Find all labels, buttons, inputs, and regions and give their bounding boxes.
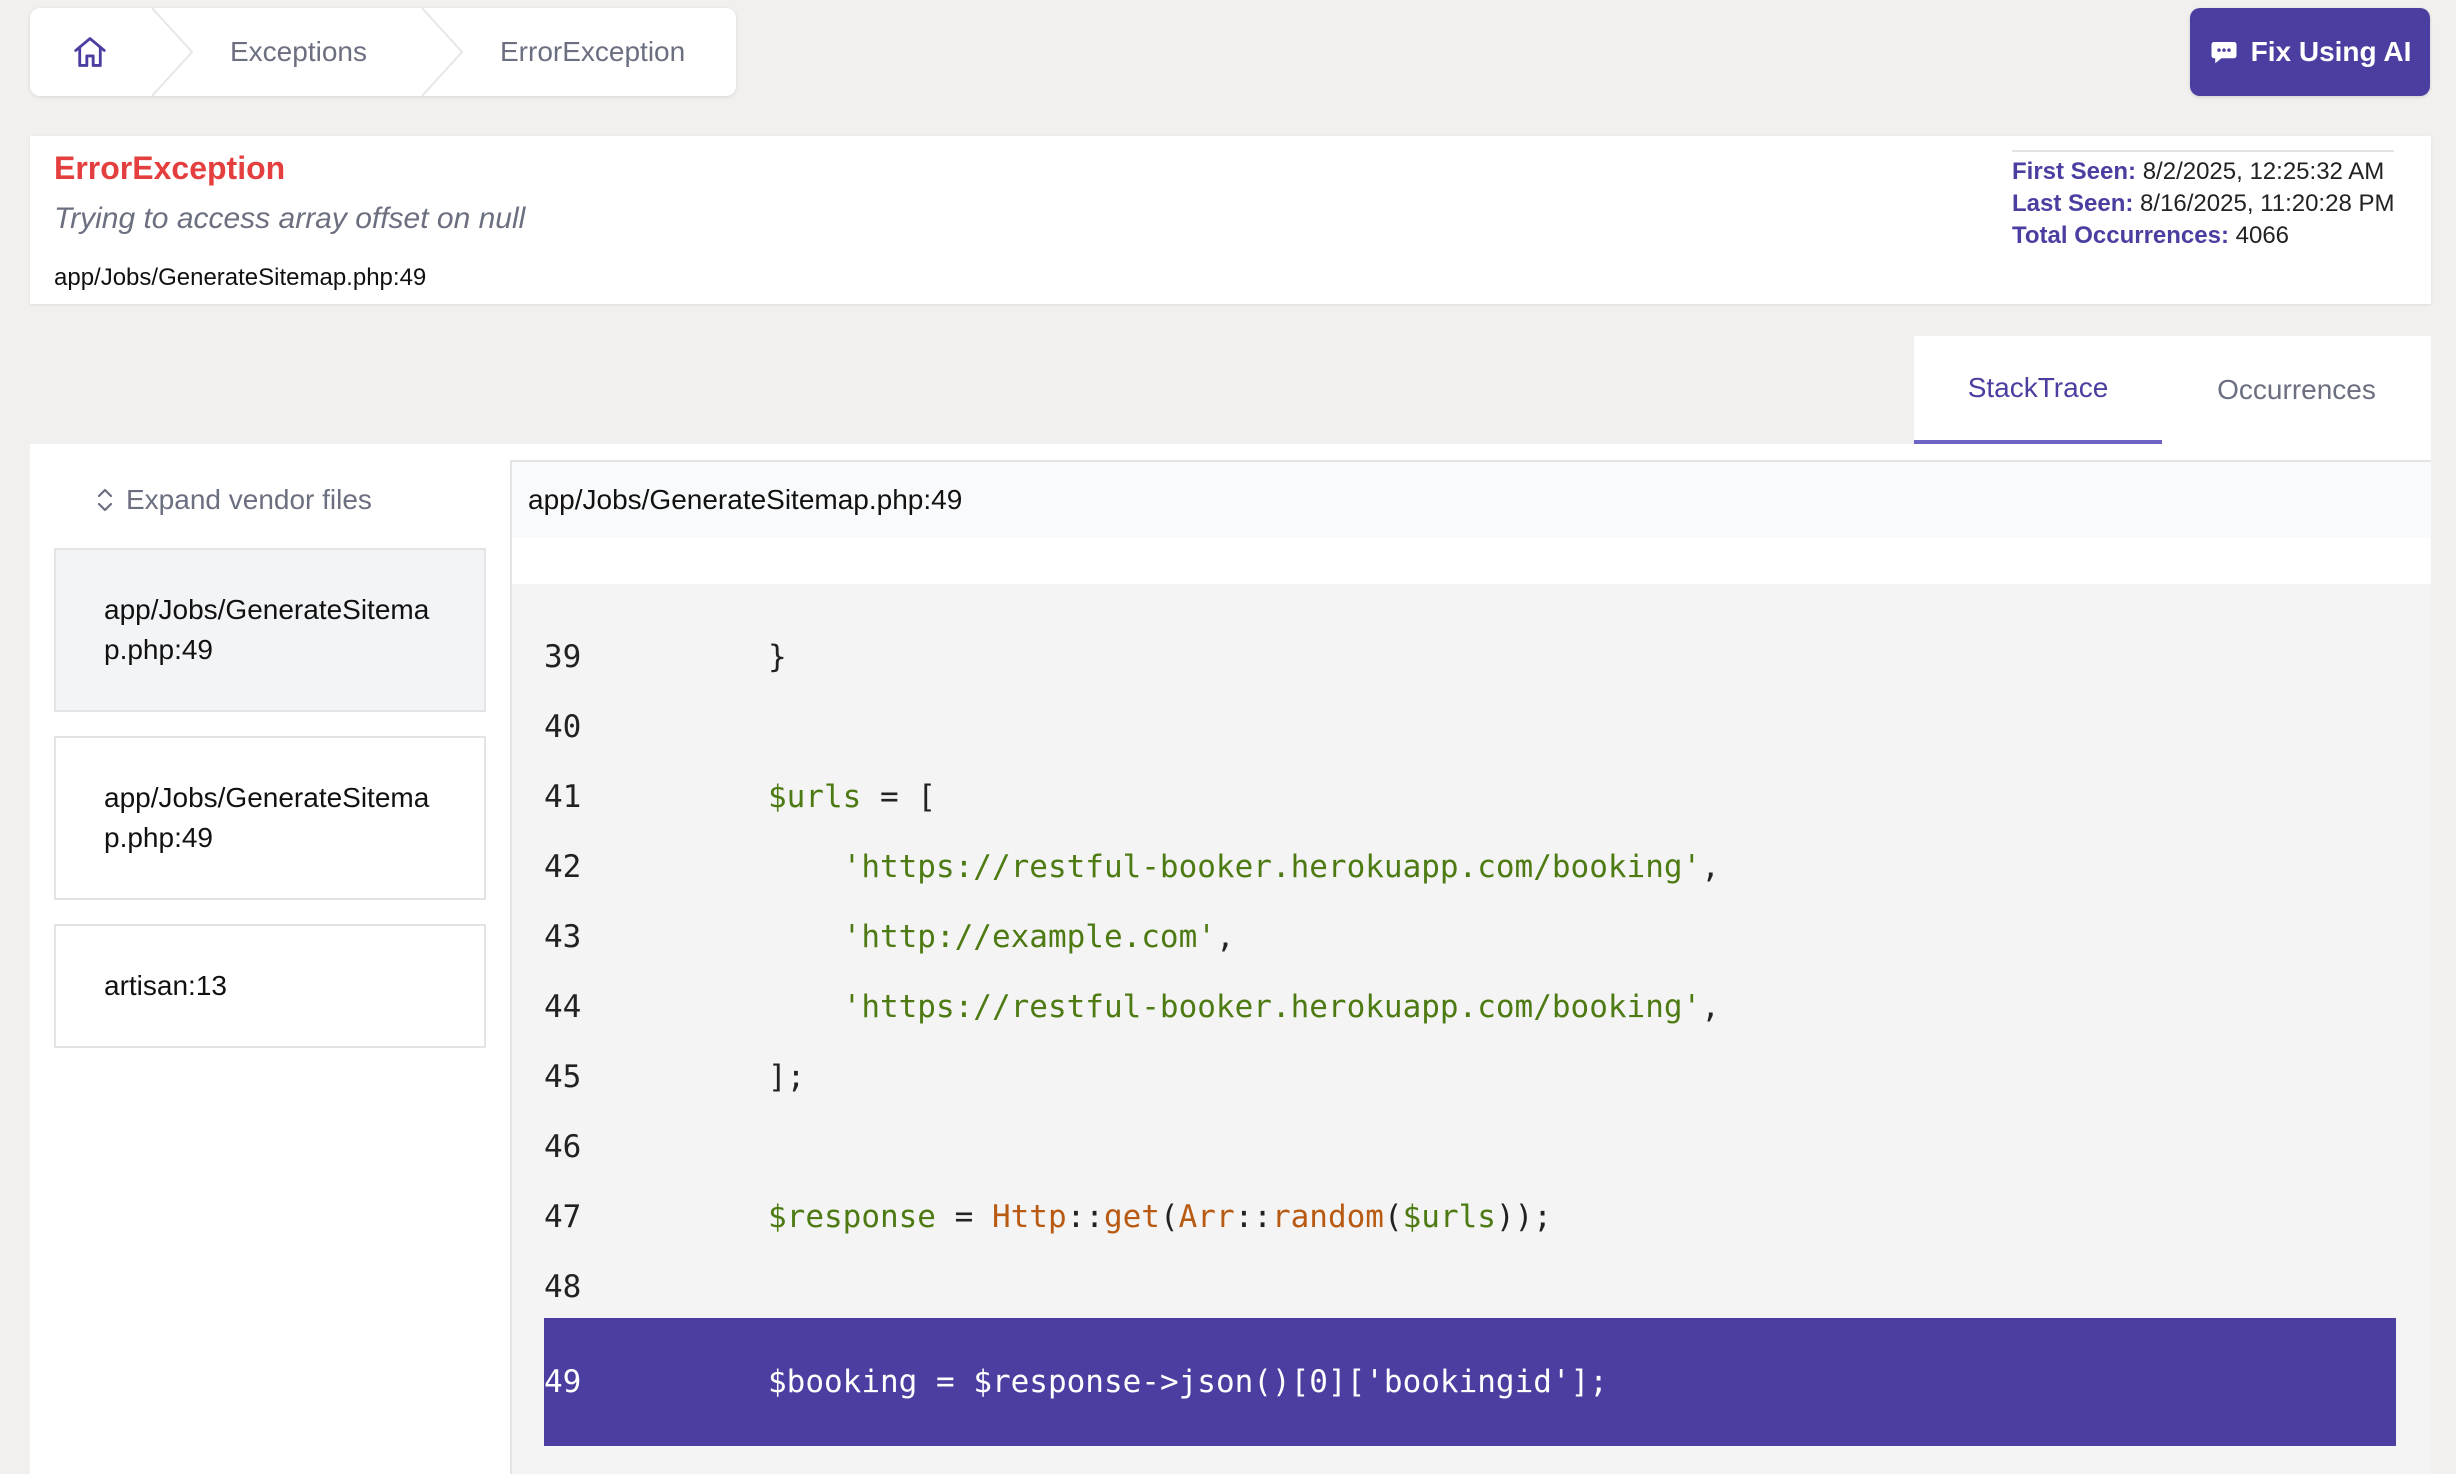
code-line: 41 $urls = [ [544,762,2396,832]
tab-bar: StackTrace Occurrences [1914,336,2431,444]
last-seen: Last Seen: 8/16/2025, 11:20:28 PM [2012,190,2395,217]
chevron-separator-icon [421,8,464,96]
line-number: 44 [544,989,582,1025]
code-line: 50 [544,1452,2396,1474]
stacktrace-panel: Expand vendor files app/Jobs/GenerateSit… [30,444,2431,1474]
chevron-up-down-icon [97,488,113,512]
stack-frames-sidebar: Expand vendor files app/Jobs/GenerateSit… [30,444,510,1474]
code-line: 46 [544,1112,2396,1182]
fix-using-ai-button[interactable]: Fix Using AI [2190,8,2430,96]
exception-title: ErrorException [54,150,286,186]
code-line: 39} [544,622,2396,692]
code-file-path: app/Jobs/GenerateSitemap.php:49 [512,462,2431,538]
line-number: 46 [544,1129,582,1165]
breadcrumb-home[interactable] [30,8,150,96]
stack-frame-label: app/Jobs/GenerateSitemap.php:49 [104,594,430,665]
code-line: 42 'https://restful-booker.herokuapp.com… [544,832,2396,902]
code-line: 48 [544,1252,2396,1322]
line-code: ]; [768,1059,806,1095]
exception-header: ErrorException Trying to access array of… [30,136,2431,304]
breadcrumb-exceptions[interactable]: Exceptions [150,8,420,96]
expand-vendor-files-button[interactable]: Expand vendor files [94,484,372,516]
stack-frame-label: artisan:13 [104,970,227,1001]
line-number: 41 [544,779,582,815]
home-icon [74,37,106,67]
fix-using-ai-label: Fix Using AI [2250,36,2412,67]
line-code: 'http://example.com', [842,919,1235,955]
line-code: 'https://restful-booker.herokuapp.com/bo… [842,849,1720,885]
code-spacer [512,538,2431,584]
line-number: 45 [544,1059,582,1095]
chat-bubble-icon [2211,42,2237,64]
line-code: $urls = [ [768,779,936,815]
breadcrumb-errorexception[interactable]: ErrorException [420,8,736,96]
line-code: $booking = $response->json()[0]['booking… [768,1364,1608,1400]
code-line: 44 'https://restful-booker.herokuapp.com… [544,972,2396,1042]
line-number: 47 [544,1199,582,1235]
exception-meta: First Seen: 8/2/2025, 12:25:32 AM Last S… [2012,150,2395,252]
code-line: 40 [544,692,2396,762]
tab-stacktrace[interactable]: StackTrace [1914,336,2162,444]
breadcrumb-label: Exceptions [230,36,367,67]
exception-message: Trying to access array offset on null [54,202,526,235]
breadcrumb-label: ErrorException [500,36,686,67]
stack-frame[interactable]: artisan:13 [54,924,486,1048]
chevron-separator-icon [151,8,194,96]
total-occurrences: Total Occurrences: 4066 [2012,222,2290,249]
line-number: 39 [544,639,582,675]
line-code: 'https://restful-booker.herokuapp.com/bo… [842,989,1720,1025]
stack-frame[interactable]: app/Jobs/GenerateSitemap.php:49 [54,548,486,712]
stack-frame[interactable]: app/Jobs/GenerateSitemap.php:49 [54,736,486,900]
line-number: 50 [544,1469,768,1474]
line-number: 42 [544,849,582,885]
tab-occurrences[interactable]: Occurrences [2217,374,2376,405]
code-line: 43 'http://example.com', [544,902,2396,972]
code-line: 45]; [544,1042,2396,1112]
code-line-highlighted: 49 $booking = $response->json()[0]['booki… [544,1318,2396,1446]
code-line: 47 $response = Http::get(Arr::random($url… [544,1182,2396,1252]
line-code: } [768,639,787,675]
line-number: 49 [544,1364,582,1400]
exception-file: app/Jobs/GenerateSitemap.php:49 [54,264,427,291]
line-number: 40 [544,709,582,745]
first-seen: First Seen: 8/2/2025, 12:25:32 AM [2012,158,2385,185]
line-number: 43 [544,919,582,955]
breadcrumb: Exceptions ErrorException [30,8,736,96]
code-viewer: app/Jobs/GenerateSitemap.php:49 39} 40 41 $… [510,460,2431,1474]
expand-vendor-files-label: Expand vendor files [126,484,372,515]
line-number: 48 [544,1269,582,1305]
stack-frame-label: app/Jobs/GenerateSitemap.php:49 [104,782,430,853]
line-code: $response = Http::get(Arr::random($urls)… [768,1199,1552,1235]
